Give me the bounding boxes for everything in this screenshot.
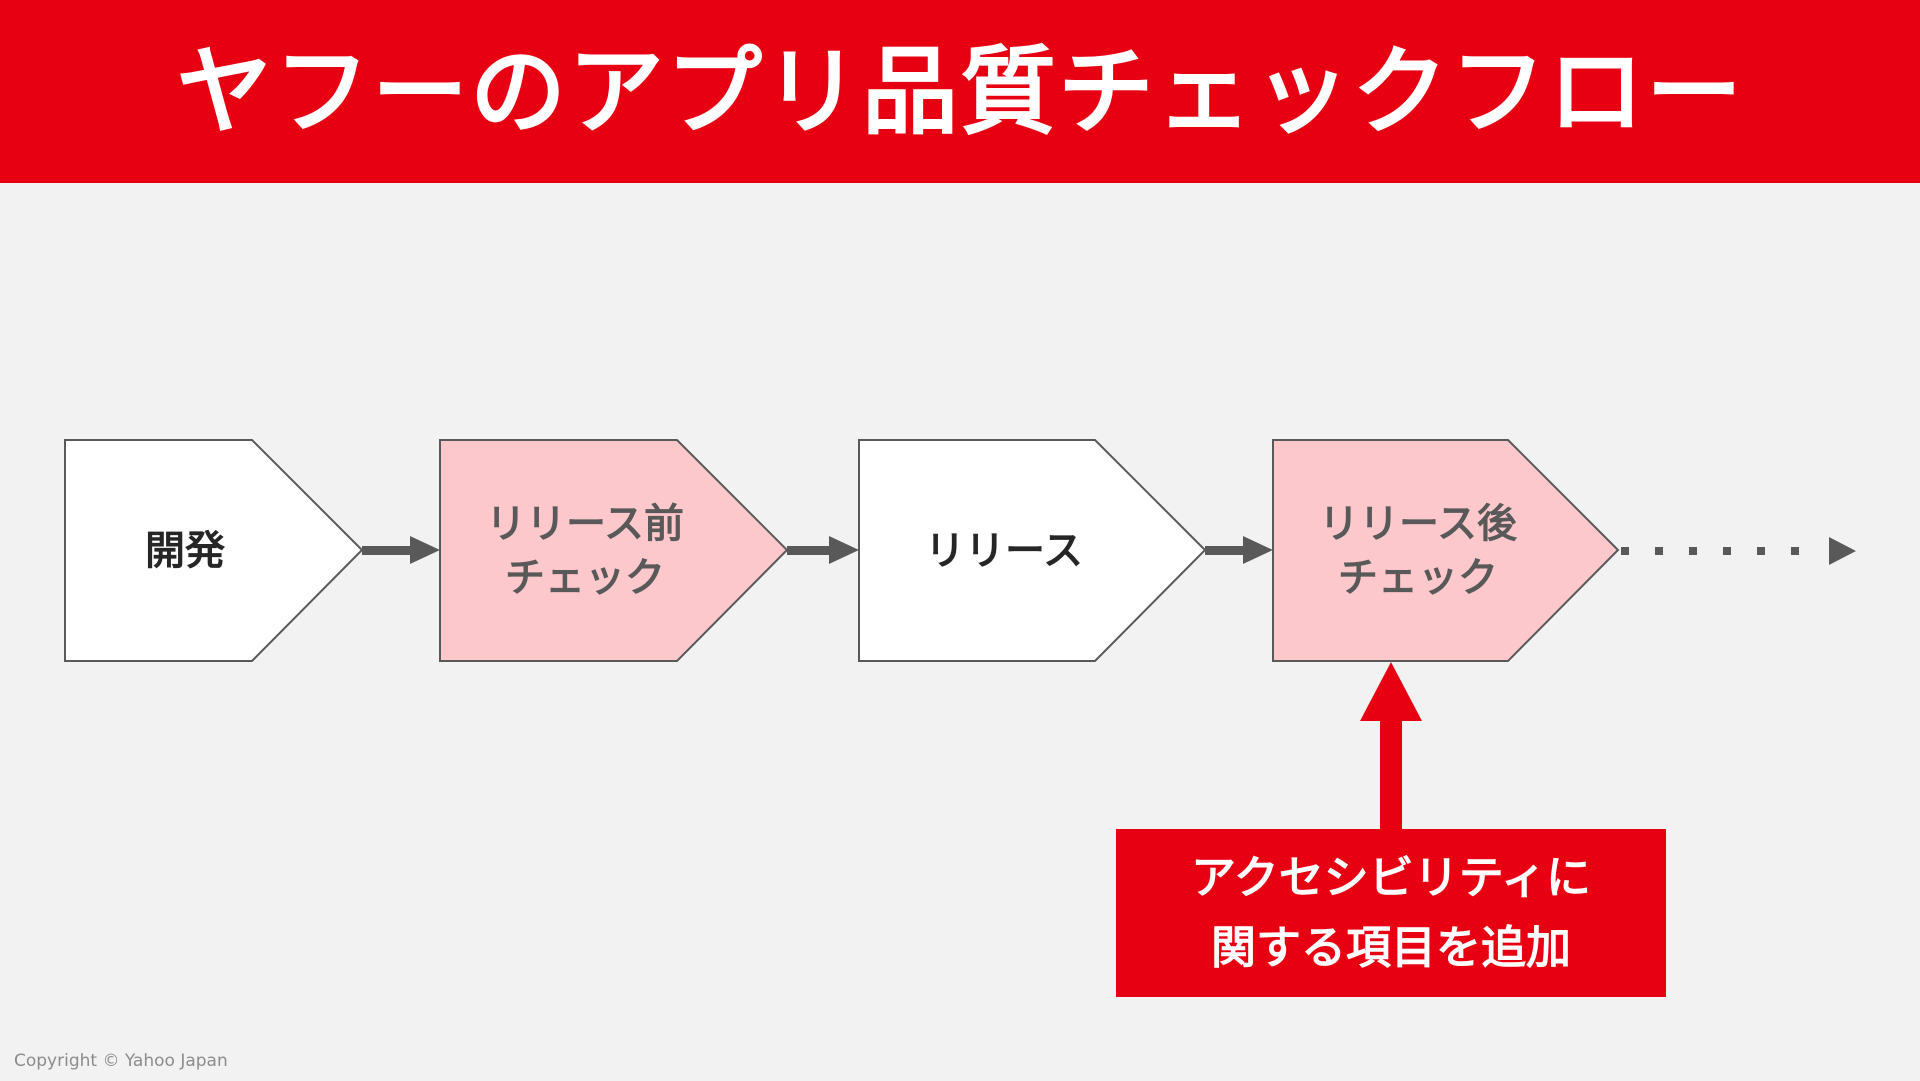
step-shape-release [858, 439, 1207, 662]
step-label-release: リリース [925, 527, 1083, 574]
connector-arrow-2 [787, 536, 859, 564]
title-bar: ヤフーのアプリ品質チェックフロー [0, 0, 1920, 183]
connector-arrow-3 [1205, 536, 1273, 564]
page-title: ヤフーのアプリ品質チェックフロー [176, 35, 1744, 148]
step-shape-pre-release-check [439, 439, 789, 662]
continuation-dotted-arrow [1621, 537, 1856, 565]
step-label-pre-release-check: リリース前 チェック [486, 500, 684, 601]
callout-text: アクセシビリティに 関する項目を追加 [1190, 851, 1592, 974]
connector-arrow-1 [362, 536, 440, 564]
copyright-text: Copyright © Yahoo Japan [14, 1051, 228, 1071]
callout-box: アクセシビリティに 関する項目を追加 [1116, 829, 1666, 997]
step-shape-post-release-check [1272, 439, 1620, 662]
callout-arrow-up [1360, 662, 1422, 831]
step-label-post-release-check: リリース後 チェック [1319, 500, 1517, 601]
step-shape-development [64, 439, 364, 662]
step-label-development: 開発 [145, 527, 225, 574]
